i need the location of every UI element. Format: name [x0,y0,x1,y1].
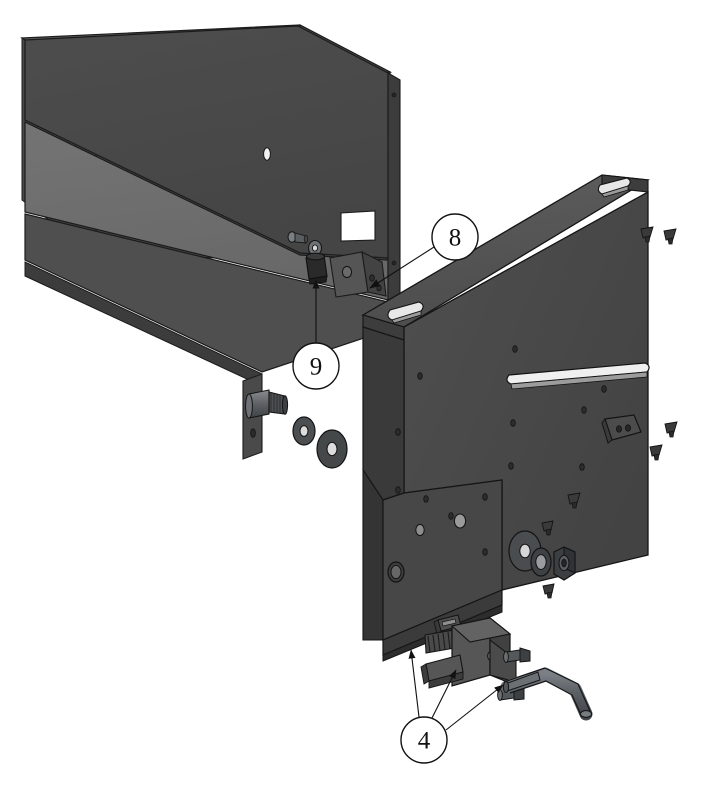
stack-hex-nut [553,546,576,581]
loose-screw-7 [542,583,555,599]
loose-screw-1 [640,226,654,243]
loose-screw-6 [541,520,554,536]
housing-right-endwall [387,72,401,301]
callout-8-circle [431,213,479,261]
bracket-flange-slot-right [597,177,631,198]
mounting-bracket-plate [361,174,650,662]
latch-bolt-upper [503,647,531,663]
housing-face-seam [24,119,301,254]
callout-9[interactable]: 9 [292,342,340,390]
callout-9-label: 9 [310,354,323,381]
callout-8-label: 8 [449,225,462,252]
rubber-bumper-grommet [305,252,328,285]
callout-balloons: 8 9 4 [292,213,479,764]
latch-bracket-body [450,616,517,687]
hinge-block-hole-1 [341,265,353,279]
callout-4[interactable]: 4 [400,716,448,764]
flat-washer-small [292,416,316,446]
housing-face-washer [307,239,323,257]
leader-8 [369,246,435,289]
flat-washer-large [316,429,348,469]
housing-window-cutout [340,210,376,242]
stack-lock-washer [530,547,552,577]
bracket-face-holes [387,345,607,583]
small-retainer-plate [601,414,642,444]
callout-4-label: 4 [418,728,431,755]
hinge-block-hole-3 [376,284,382,292]
hinge-block-hole-2 [369,274,375,282]
loose-screw-4 [649,444,663,461]
loose-screw-5 [567,492,581,509]
leader-4-rod [445,684,504,731]
loose-screws [541,226,678,599]
loose-screw-2 [663,228,677,245]
stud-flange-hole [250,428,256,438]
callout-4-circle [400,716,448,764]
housing-endwall-hole-bottom [391,260,397,266]
callout-8[interactable]: 8 [431,213,479,261]
main-housing-cabinet [20,24,401,469]
bracket-left-return [362,326,405,501]
leader-4-spring [408,649,420,718]
housing-face-screw [287,231,309,244]
latch-handle-rod [500,667,593,721]
bracket-flange-slot-left [387,301,424,324]
callout-9-circle [292,342,340,390]
callout-leaders [312,246,504,731]
leader-4-bracket [431,669,457,719]
bracket-lower-chamfer [362,468,384,641]
washer-lockwasher-nut-stack [508,530,576,581]
housing-endwall-hole-top [391,92,397,98]
bracket-center-slot [506,362,650,390]
bracket-face-lower [382,479,503,641]
shoulder-bolt-stud [245,389,289,419]
housing-face-hole [263,147,271,161]
latch-bracket-assembly [420,614,593,721]
loose-screw-3 [664,421,678,438]
